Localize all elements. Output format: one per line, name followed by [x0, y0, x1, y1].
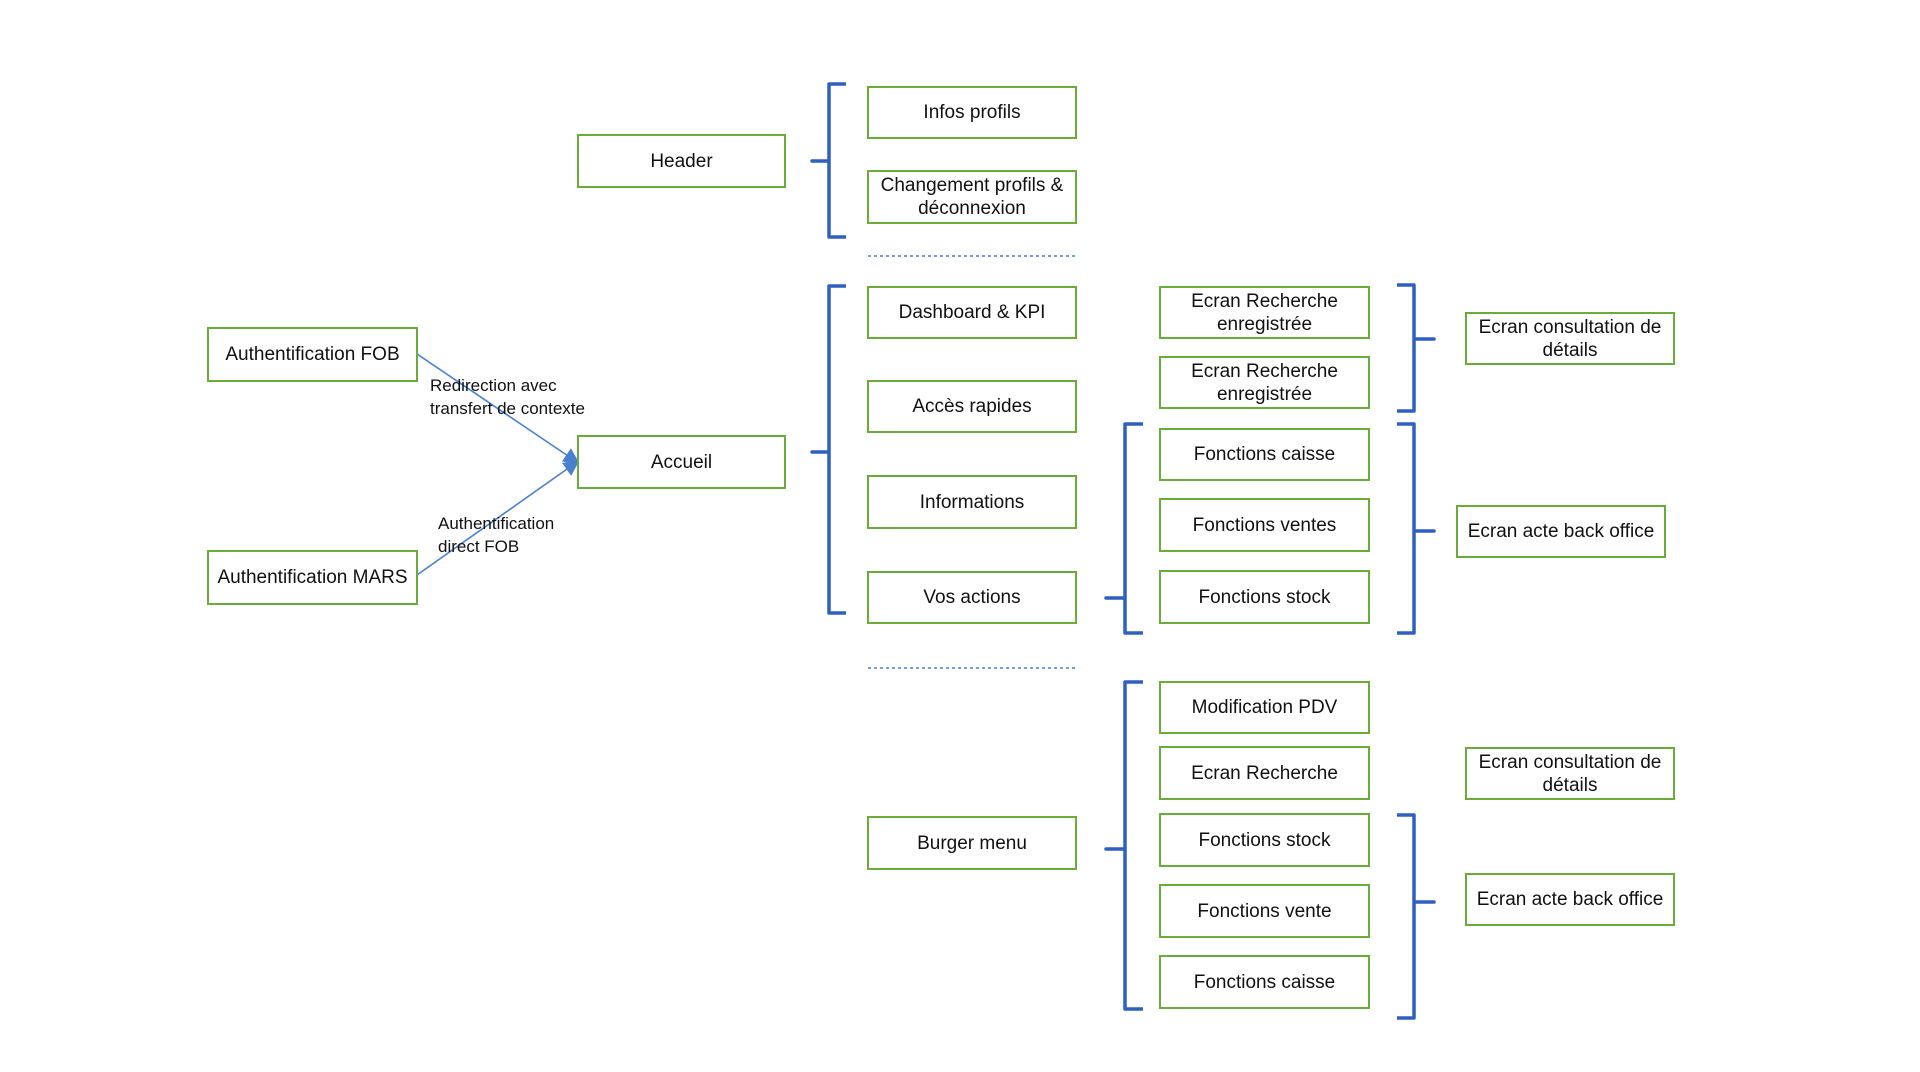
node-fonctions-caisse-2: Fonctions caisse: [1159, 955, 1370, 1009]
node-fonctions-stock-2: Fonctions stock: [1159, 813, 1370, 867]
node-modification-pdv: Modification PDV: [1159, 681, 1370, 734]
node-changement-profils: Changement profils & déconnexion: [867, 170, 1077, 224]
bracket-burger-fonctions: [1397, 813, 1436, 1020]
node-accueil: Accueil: [577, 435, 786, 489]
node-acces-rapides: Accès rapides: [867, 380, 1077, 433]
node-authentification-mars: Authentification MARS: [207, 550, 418, 605]
edge-label-redirection: Redirection avec transfert de contexte: [430, 376, 585, 418]
node-informations: Informations: [867, 475, 1077, 529]
node-ecran-consultation-details-2: Ecran consultation de détails: [1465, 747, 1675, 800]
node-fonctions-vente: Fonctions vente: [1159, 884, 1370, 938]
bracket-accueil: [810, 284, 846, 615]
bracket-burger: [1104, 680, 1143, 1011]
node-header: Header: [577, 134, 786, 188]
node-burger-menu: Burger menu: [867, 816, 1077, 870]
node-fonctions-caisse-1: Fonctions caisse: [1159, 428, 1370, 481]
edge-label-auth-direct: Authentification direct FOB: [438, 514, 555, 556]
node-dashboard-kpi: Dashboard & KPI: [867, 286, 1077, 339]
node-vos-actions: Vos actions: [867, 571, 1077, 624]
node-authentification-fob: Authentification FOB: [207, 327, 418, 382]
node-ecran-recherche: Ecran Recherche: [1159, 746, 1370, 800]
arrow-fob-to-accueil: [416, 353, 580, 464]
node-infos-profils: Infos profils: [867, 86, 1077, 139]
node-fonctions-ventes: Fonctions ventes: [1159, 498, 1370, 552]
bracket-recherche: [1397, 283, 1436, 413]
node-ecran-recherche-enregistree-1: Ecran Recherche enregistrée: [1159, 286, 1370, 339]
bracket-vos-actions: [1104, 422, 1143, 635]
node-fonctions-stock-1: Fonctions stock: [1159, 570, 1370, 624]
node-ecran-acte-back-office-2: Ecran acte back office: [1465, 873, 1675, 926]
node-ecran-acte-back-office-1: Ecran acte back office: [1456, 505, 1666, 558]
node-ecran-consultation-details-1: Ecran consultation de détails: [1465, 312, 1675, 365]
arrow-mars-to-accueil: [416, 460, 580, 576]
node-ecran-recherche-enregistree-2: Ecran Recherche enregistrée: [1159, 356, 1370, 409]
bracket-fonctions: [1397, 422, 1436, 635]
bracket-header: [810, 82, 846, 239]
